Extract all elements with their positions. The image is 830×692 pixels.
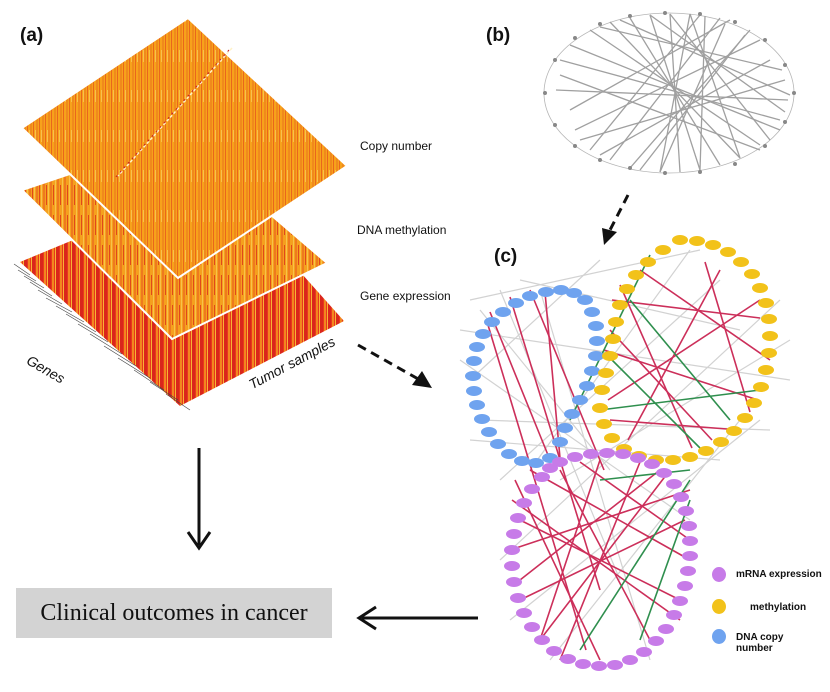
clinical-outcome-text: Clinical outcomes in cancer: [40, 599, 308, 626]
panel-label-c: (c): [494, 246, 518, 267]
legend-dot-copy-number: [712, 629, 726, 644]
copy-number-stripe-red: [114, 49, 230, 179]
network-c-yellow-nodes: [592, 235, 778, 465]
copy-number-label: Copy number: [360, 139, 433, 153]
panel-label-b: (b): [486, 25, 511, 46]
legend-label-copy-number: DNA copy number: [736, 632, 784, 654]
gene-tick-labels: [13, 263, 191, 411]
copy-number-stripe: [117, 47, 233, 177]
copy-number-layer: [20, 16, 349, 280]
network-b: [543, 12, 795, 174]
arrow-b-to-c: [602, 194, 630, 245]
legend: mRNA expression methylation DNA copy num…: [712, 567, 822, 654]
network-c-green-edges: [569, 254, 761, 651]
dna-methylation-label: DNA methylation: [357, 223, 447, 237]
legend-dot-mrna: [712, 567, 726, 582]
legend-label-methylation: methylation: [750, 602, 807, 613]
arrow-a-to-outcome: [186, 448, 212, 551]
network-c-red-edges: [487, 261, 771, 661]
network-c-purple-nodes: [504, 448, 698, 671]
legend-dot-methylation: [712, 599, 726, 614]
network-c-blue-nodes: [465, 285, 605, 468]
arrow-network-to-outcome: [356, 605, 478, 631]
arrow-a-to-c: [357, 343, 432, 388]
network-b-nodes: [543, 11, 796, 175]
clinical-outcome-box: Clinical outcomes in cancer: [16, 588, 332, 638]
gene-expression-label: Gene expression: [360, 289, 451, 303]
legend-label-mrna: mRNA expression: [736, 569, 822, 580]
panel-label-a: (a): [20, 25, 44, 46]
